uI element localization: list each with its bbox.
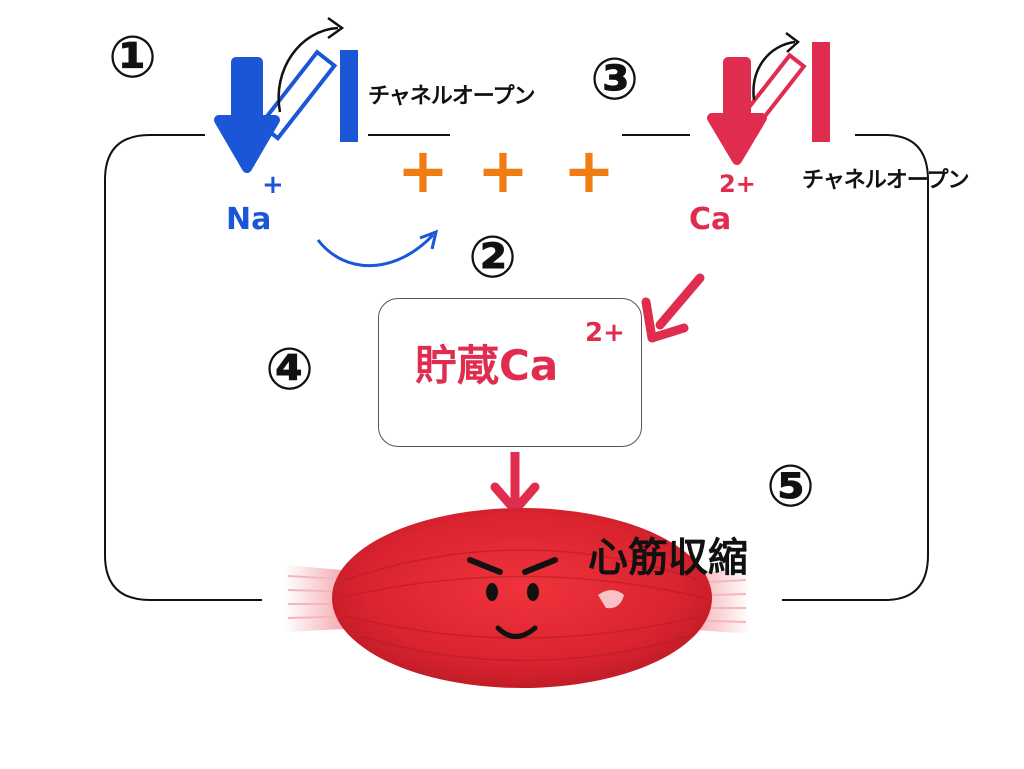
na-influx-arrow [316, 233, 435, 268]
na-gate-arrowhead [327, 16, 345, 40]
stored-calcium-charge: 2+ [585, 318, 625, 348]
na-ion-label: Na [226, 202, 272, 237]
ca-channel-label: チャネルオープン [802, 168, 969, 193]
na-channel-icon [214, 49, 358, 173]
ca-to-store-arrow [655, 273, 705, 330]
plus-charge-3: + [563, 134, 615, 207]
na-gate-arrow [277, 26, 339, 113]
cell-membrane [104, 134, 929, 601]
ca-charge: 2+ [719, 170, 756, 198]
stored-calcium-label: 貯蔵Ca [415, 341, 559, 390]
ca-to-store-arrowhead [641, 297, 689, 343]
step-5-marker: ⑤ [766, 452, 816, 520]
stored-calcium-box [378, 298, 642, 447]
na-channel-label: チャネルオープン [368, 84, 535, 109]
step-1-marker: ① [108, 23, 158, 91]
ca-gate-arrow [752, 40, 796, 101]
step-4-marker: ④ [265, 335, 315, 403]
step-3-marker: ③ [590, 45, 640, 113]
contraction-label: 心筋収縮 [588, 535, 748, 581]
ca-gate-arrowhead [785, 32, 800, 53]
na-charge: + [262, 170, 284, 200]
step-2-marker: ② [468, 223, 518, 291]
plus-charge-1: + [397, 134, 449, 207]
plus-charge-2: + [477, 134, 529, 207]
heart-muscle-icon [285, 508, 750, 688]
na-influx-arrowhead [419, 229, 439, 250]
ca-channel-icon [707, 42, 830, 165]
ca-ion-label: Ca [689, 202, 732, 237]
